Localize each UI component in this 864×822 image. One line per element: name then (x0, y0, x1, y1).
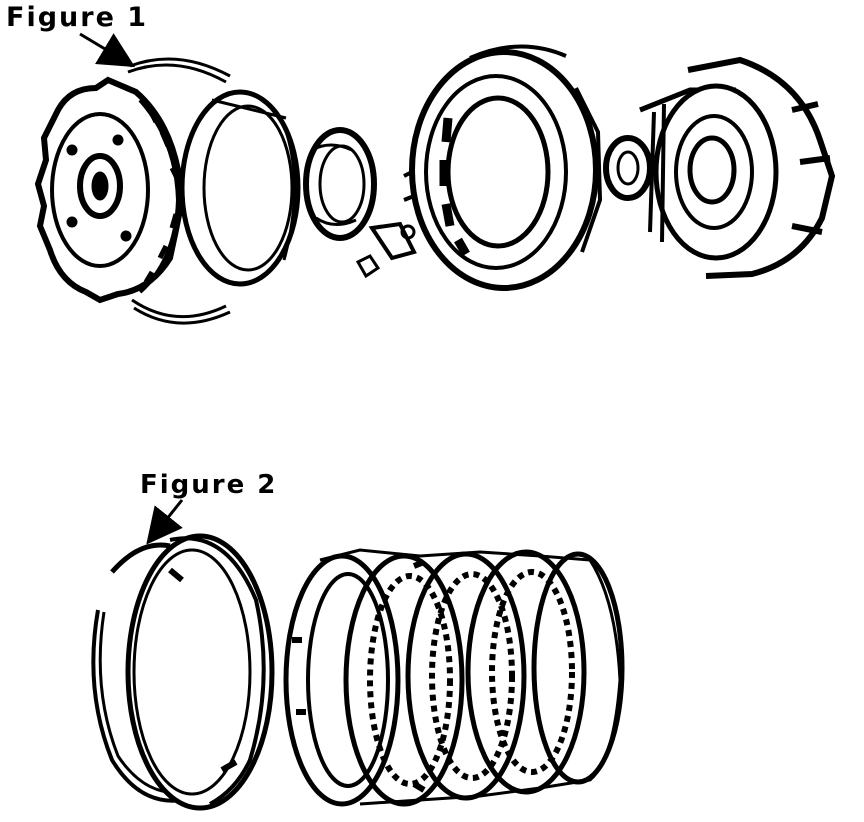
retaining-clips (355, 221, 417, 279)
steel-ring (179, 89, 301, 287)
figure-1-label: Figure 1 (6, 2, 149, 33)
pressure-plate (125, 533, 275, 811)
figure-2-label: Figure 2 (140, 470, 278, 500)
o-ring (603, 135, 653, 201)
figure-1-group (34, 32, 836, 325)
piston-housing (639, 56, 836, 279)
large-snap-ring (91, 542, 187, 803)
thrust-bearing (303, 127, 377, 241)
figure-2-group (91, 499, 625, 811)
clutch-disc (343, 553, 465, 807)
clutch-drum (403, 44, 603, 291)
clutch-hub (34, 76, 186, 304)
clutch-disc (465, 549, 587, 795)
clutch-disc (283, 553, 401, 807)
clutch-disc-stack (283, 548, 625, 807)
figure-2-leader-arrow (146, 499, 184, 545)
hub-snap-ring (127, 63, 227, 319)
figure-1-leader-arrow (79, 32, 136, 68)
